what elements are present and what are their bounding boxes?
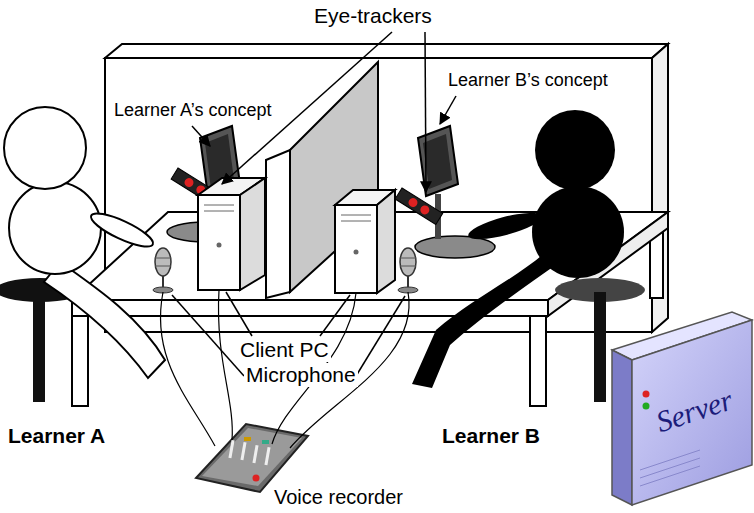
- voice-recorder: [252, 445, 258, 463]
- client-pc: [204, 205, 234, 206]
- client-pc: [217, 243, 222, 248]
- table: [530, 316, 546, 406]
- client-pc: [377, 190, 395, 293]
- cable: [160, 292, 215, 446]
- server-box: [643, 403, 650, 410]
- divider: [266, 62, 378, 298]
- cable: [160, 290, 409, 448]
- learner-b-figure: [532, 186, 624, 278]
- client-pc: [341, 221, 371, 222]
- microphone: [155, 248, 171, 276]
- client-pc: [335, 205, 377, 293]
- eye-tracker: [183, 176, 195, 188]
- server-box: [632, 320, 752, 505]
- person-label: Learner A: [6, 424, 107, 448]
- part-label: Learner A’s concept: [112, 100, 273, 121]
- microphone: [162, 276, 164, 288]
- learner-b-figure: [594, 292, 606, 402]
- turntable: [415, 236, 495, 258]
- microphone: [155, 266, 171, 267]
- client-pc: [198, 178, 265, 290]
- server-box: [640, 450, 700, 470]
- learner-a-figure: [33, 292, 45, 402]
- learner-b-figure: [412, 250, 560, 388]
- client-pc: [240, 178, 265, 290]
- eye-tracker: [395, 188, 443, 224]
- server-box: [640, 466, 700, 486]
- divider: [290, 62, 378, 292]
- leader-line: [226, 292, 252, 336]
- voice-recorder: [240, 442, 246, 460]
- leader-line: [356, 296, 405, 376]
- back-panel: [105, 44, 668, 58]
- part-label: Learner B’s concept: [446, 70, 610, 91]
- learner-b-figure: [466, 207, 544, 244]
- learner-a-figure: [87, 207, 156, 252]
- microphone: [398, 248, 418, 293]
- voice-recorder: [253, 475, 260, 482]
- divider: [266, 150, 290, 298]
- learner-a-figure: [4, 107, 86, 189]
- voice-recorder: [262, 440, 269, 444]
- leader-line: [172, 32, 456, 376]
- learner-b-figure: [535, 110, 615, 190]
- learner-a-figure: [9, 182, 101, 274]
- part-label: Voice recorder: [272, 486, 405, 509]
- client-pc: [354, 250, 359, 255]
- microphone: [400, 248, 416, 276]
- microphone: [155, 258, 171, 259]
- voice-recorder: [228, 440, 234, 458]
- part-label: Client PC: [238, 338, 331, 362]
- monitor: [418, 126, 458, 239]
- server-box: [612, 312, 752, 505]
- microphone: [407, 276, 409, 288]
- monitor: [423, 134, 452, 189]
- part-label: Eye-trackers: [312, 4, 434, 28]
- microphone: [400, 258, 416, 259]
- client-pc: [198, 195, 240, 290]
- eye-tracker: [419, 204, 431, 216]
- server-box: [640, 458, 700, 478]
- client-pc: [341, 215, 371, 216]
- server-box: [643, 391, 650, 398]
- table: [72, 316, 88, 406]
- leader-line: [440, 96, 456, 124]
- learner-b-figure: [412, 110, 645, 402]
- person-label: Learner B: [440, 424, 542, 448]
- voice-recorder: [202, 428, 302, 486]
- client-pc: [335, 190, 395, 293]
- microphone: [153, 248, 173, 293]
- leader-line: [192, 126, 210, 146]
- monitor: [418, 126, 458, 196]
- voice-recorder: [196, 424, 308, 492]
- leader-line: [425, 32, 426, 192]
- eye-tracker: [395, 188, 443, 224]
- leader-line: [172, 295, 244, 376]
- voice-recorder: [244, 437, 251, 441]
- part-label: Microphone: [244, 363, 358, 387]
- microphone: [400, 266, 416, 267]
- cable: [218, 290, 232, 440]
- client-pc: [204, 211, 234, 212]
- learner-a-figure: [44, 262, 165, 378]
- server-box: [612, 350, 632, 505]
- eye-tracker: [407, 196, 419, 208]
- voice-recorder: [196, 424, 308, 492]
- voice-recorder: [264, 447, 270, 465]
- leader-line: [320, 295, 350, 336]
- learner-a-figure: [0, 107, 165, 402]
